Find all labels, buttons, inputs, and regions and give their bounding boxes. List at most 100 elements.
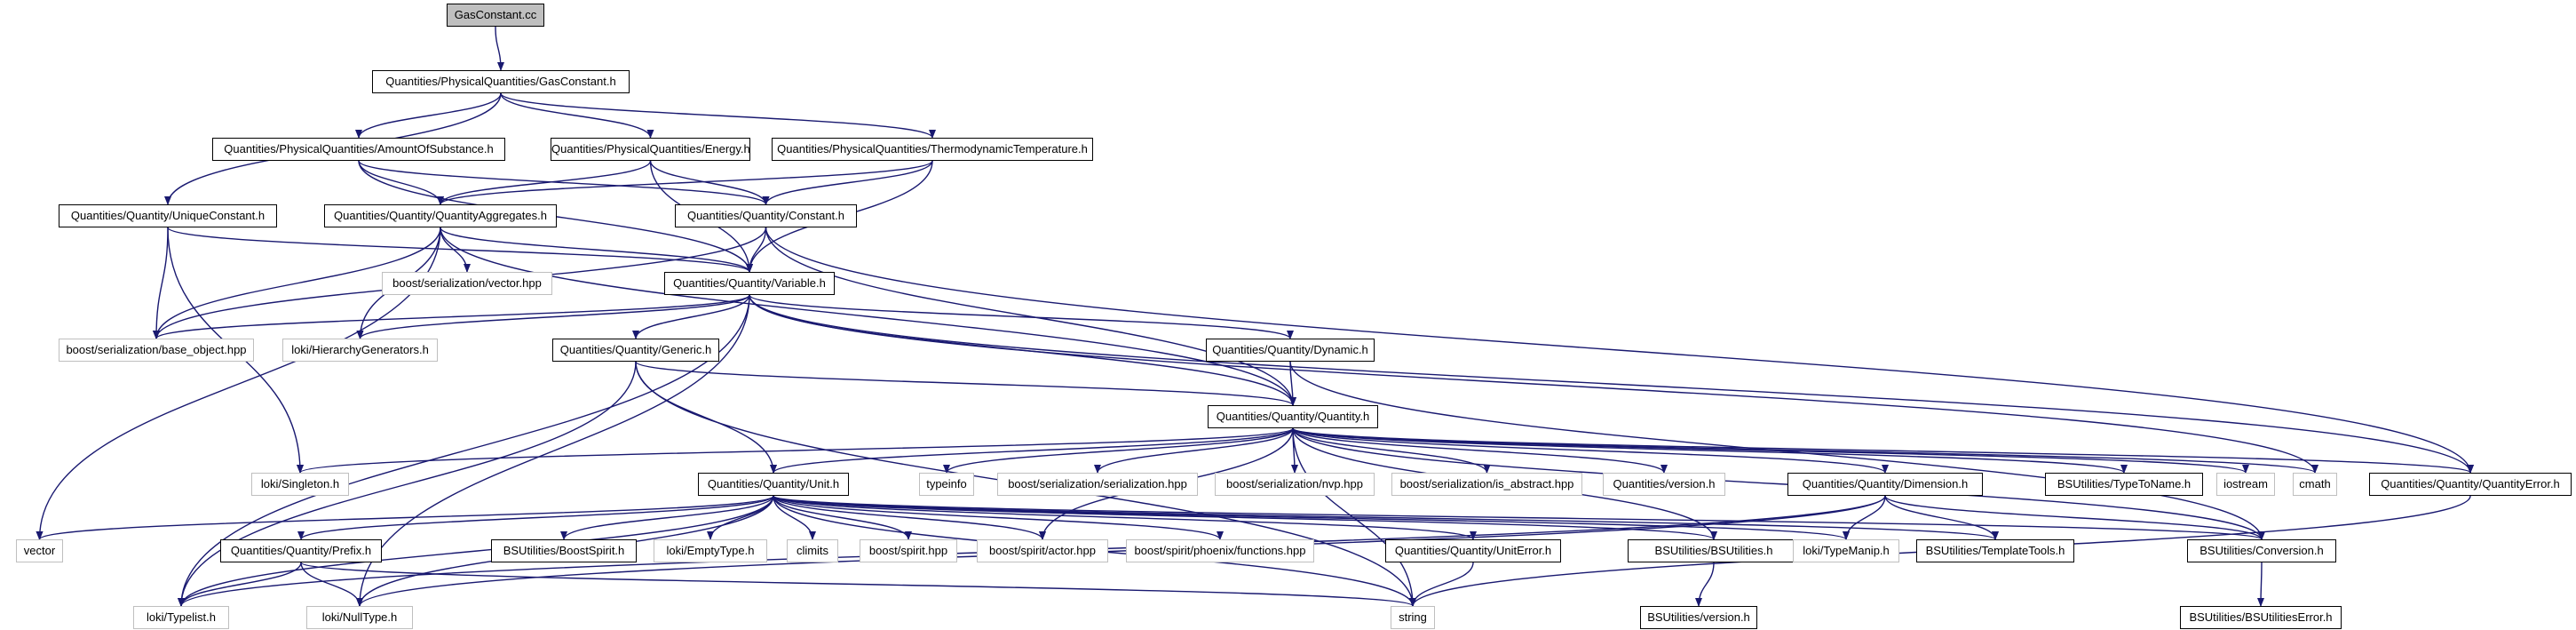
edge-thermo-h-to-constant-h bbox=[762, 160, 933, 205]
edge-constant-h-to-variable-h bbox=[746, 227, 767, 273]
edge-uniqueconst-h-to-variable-h bbox=[167, 227, 753, 273]
edge-generic-h-to-unit-h bbox=[635, 361, 777, 474]
edge-quantity-h-to-quantityerror bbox=[1292, 427, 2474, 474]
edge-aggregates-h-to-quantity-h bbox=[440, 227, 1296, 406]
node-aggregates-h[interactable]: Quantities/Quantity/QuantityAggregates.h bbox=[324, 204, 557, 227]
edge-unit-h-to-uniterror bbox=[773, 495, 1477, 540]
edge-variable-h-to-generic-h bbox=[632, 294, 750, 339]
edge-unit-h-to-boostspirit-bs bbox=[560, 495, 774, 540]
edge-unit-h-to-climits bbox=[773, 495, 816, 540]
node-bs-error[interactable]: BSUtilities/BSUtilitiesError.h bbox=[2180, 606, 2342, 629]
edge-gasconstant-cc-to-gasconstant-h bbox=[495, 26, 504, 71]
edge-variable-h-to-base-object bbox=[153, 294, 750, 339]
node-variable-h[interactable]: Quantities/Quantity/Variable.h bbox=[664, 272, 835, 295]
node-dimension-h[interactable]: Quantities/Quantity/Dimension.h bbox=[1787, 473, 1983, 496]
edge-quantity-h-to-is-abstract bbox=[1292, 427, 1491, 474]
node-unit-h[interactable]: Quantities/Quantity/Unit.h bbox=[698, 473, 849, 496]
node-uniqueconst-h[interactable]: Quantities/Quantity/UniqueConstant.h bbox=[59, 204, 277, 227]
node-phoenix: boost/spirit/phoenix/functions.hpp bbox=[1126, 539, 1314, 562]
edge-quantity-h-to-iostream bbox=[1292, 427, 2249, 474]
node-nvp: boost/serialization/nvp.hpp bbox=[1215, 473, 1375, 496]
edge-quantity-h-to-typeinfo bbox=[943, 427, 1294, 474]
edge-quantity-h-to-cmath bbox=[1292, 427, 2318, 474]
node-typetoname[interactable]: BSUtilities/TypeToName.h bbox=[2045, 473, 2203, 496]
edge-unit-h-to-templatetools bbox=[773, 495, 1999, 540]
node-gasconstant-h[interactable]: Quantities/PhysicalQuantities/GasConstan… bbox=[372, 70, 630, 93]
edge-unit-h-to-phoenix bbox=[773, 495, 1224, 540]
edge-unit-h-to-vector bbox=[36, 495, 774, 540]
edge-unit-h-to-conversion bbox=[773, 495, 2265, 540]
node-generic-h[interactable]: Quantities/Quantity/Generic.h bbox=[552, 339, 719, 362]
edge-dynamic-h-to-quantity-h bbox=[1288, 361, 1296, 406]
edge-gasconstant-h-to-amount-h bbox=[355, 92, 502, 139]
edge-variable-h-to-hiergen bbox=[356, 294, 750, 339]
node-vector: vector bbox=[16, 539, 63, 562]
node-version-q: Quantities/version.h bbox=[1603, 473, 1725, 496]
edge-uniqueconst-h-to-base-object bbox=[153, 227, 169, 339]
node-typeinfo: typeinfo bbox=[919, 473, 974, 496]
edge-energy-h-to-aggregates-h bbox=[437, 160, 652, 205]
edge-quantity-h-to-dimension-h bbox=[1292, 427, 1889, 474]
node-dynamic-h[interactable]: Quantities/Quantity/Dynamic.h bbox=[1206, 339, 1375, 362]
node-climits: climits bbox=[787, 539, 838, 562]
node-actor-hpp: boost/spirit/actor.hpp bbox=[977, 539, 1108, 562]
edge-uniterror-to-string bbox=[1409, 562, 1474, 607]
node-vector-hpp: boost/serialization/vector.hpp bbox=[382, 272, 552, 295]
edge-prefix-h-to-string bbox=[300, 562, 1416, 607]
edge-dimension-h-to-typemanip bbox=[1843, 495, 1886, 540]
edge-dimension-h-to-nulltype bbox=[356, 495, 1886, 607]
edge-gasconstant-h-to-energy-h bbox=[500, 92, 654, 139]
node-prefix-h[interactable]: Quantities/Quantity/Prefix.h bbox=[220, 539, 382, 562]
node-cmath: cmath bbox=[2293, 473, 2337, 496]
node-quantity-h[interactable]: Quantities/Quantity/Quantity.h bbox=[1208, 405, 1378, 428]
node-singleton: loki/Singleton.h bbox=[251, 473, 349, 496]
edge-variable-h-to-dynamic-h bbox=[749, 294, 1294, 339]
node-emptytype: loki/EmptyType.h bbox=[654, 539, 767, 562]
node-thermo-h[interactable]: Quantities/PhysicalQuantities/Thermodyna… bbox=[772, 138, 1093, 161]
edge-unit-h-to-emptytype bbox=[707, 495, 774, 540]
edge-generic-h-to-quantity-h bbox=[635, 361, 1296, 406]
node-templatetools[interactable]: BSUtilities/TemplateTools.h bbox=[1916, 539, 2074, 562]
edge-quantity-h-to-typetoname bbox=[1292, 427, 2128, 474]
dependency-edges bbox=[36, 26, 2474, 607]
node-typemanip: loki/TypeManip.h bbox=[1793, 539, 1899, 562]
edge-constant-h-to-quantity-h bbox=[765, 227, 1296, 406]
edge-conversion-to-bs-error bbox=[2257, 562, 2265, 607]
edge-quantity-h-to-serialization bbox=[1094, 427, 1294, 474]
node-constant-h[interactable]: Quantities/Quantity/Constant.h bbox=[675, 204, 857, 227]
node-amount-h[interactable]: Quantities/PhysicalQuantities/AmountOfSu… bbox=[212, 138, 505, 161]
edge-variable-h-to-cmath bbox=[749, 294, 2318, 474]
edge-gasconstant-h-to-thermo-h bbox=[500, 92, 936, 139]
edge-quantity-h-to-conversion bbox=[1292, 427, 2265, 540]
node-gasconstant-cc[interactable]: GasConstant.cc bbox=[447, 4, 544, 27]
edge-dimension-h-to-conversion bbox=[1884, 495, 2265, 540]
edge-constant-h-to-quantityerror bbox=[765, 227, 2474, 474]
edge-quantity-h-to-version-q bbox=[1292, 427, 1668, 474]
node-energy-h[interactable]: Quantities/PhysicalQuantities/Energy.h bbox=[551, 138, 750, 161]
edge-aggregates-h-to-variable-h bbox=[440, 227, 753, 273]
node-conversion[interactable]: BSUtilities/Conversion.h bbox=[2187, 539, 2336, 562]
node-nulltype: loki/NullType.h bbox=[306, 606, 413, 629]
edge-unit-h-to-bsutilities bbox=[773, 495, 1717, 540]
edge-quantity-h-to-singleton bbox=[297, 427, 1294, 474]
edge-aggregates-h-to-vector bbox=[36, 227, 441, 540]
node-typelist: loki/Typelist.h bbox=[133, 606, 229, 629]
edge-prefix-h-to-nulltype bbox=[300, 562, 363, 607]
node-hiergen: loki/HierarchyGenerators.h bbox=[282, 339, 438, 362]
node-uniterror[interactable]: Quantities/Quantity/UnitError.h bbox=[1385, 539, 1561, 562]
node-bs-version[interactable]: BSUtilities/version.h bbox=[1640, 606, 1757, 629]
node-boostspirit-bs[interactable]: BSUtilities/BoostSpirit.h bbox=[491, 539, 637, 562]
edge-energy-h-to-constant-h bbox=[649, 160, 770, 205]
edge-amount-h-to-constant-h bbox=[358, 160, 770, 205]
edge-dimension-h-to-templatetools bbox=[1884, 495, 1999, 540]
node-serialization: boost/serialization/serialization.hpp bbox=[997, 473, 1198, 496]
node-quantityerror[interactable]: Quantities/Quantity/QuantityError.h bbox=[2369, 473, 2572, 496]
edge-bsutilities-to-bs-version bbox=[1695, 562, 1715, 607]
node-bsutilities[interactable]: BSUtilities/BSUtilities.h bbox=[1628, 539, 1800, 562]
node-iostream: iostream bbox=[2216, 473, 2275, 496]
edge-unit-h-to-typelist bbox=[178, 495, 774, 607]
node-base-object: boost/serialization/base_object.hpp bbox=[59, 339, 254, 362]
edge-prefix-h-to-typelist bbox=[178, 562, 302, 607]
node-is-abstract: boost/serialization/is_abstract.hpp bbox=[1391, 473, 1582, 496]
